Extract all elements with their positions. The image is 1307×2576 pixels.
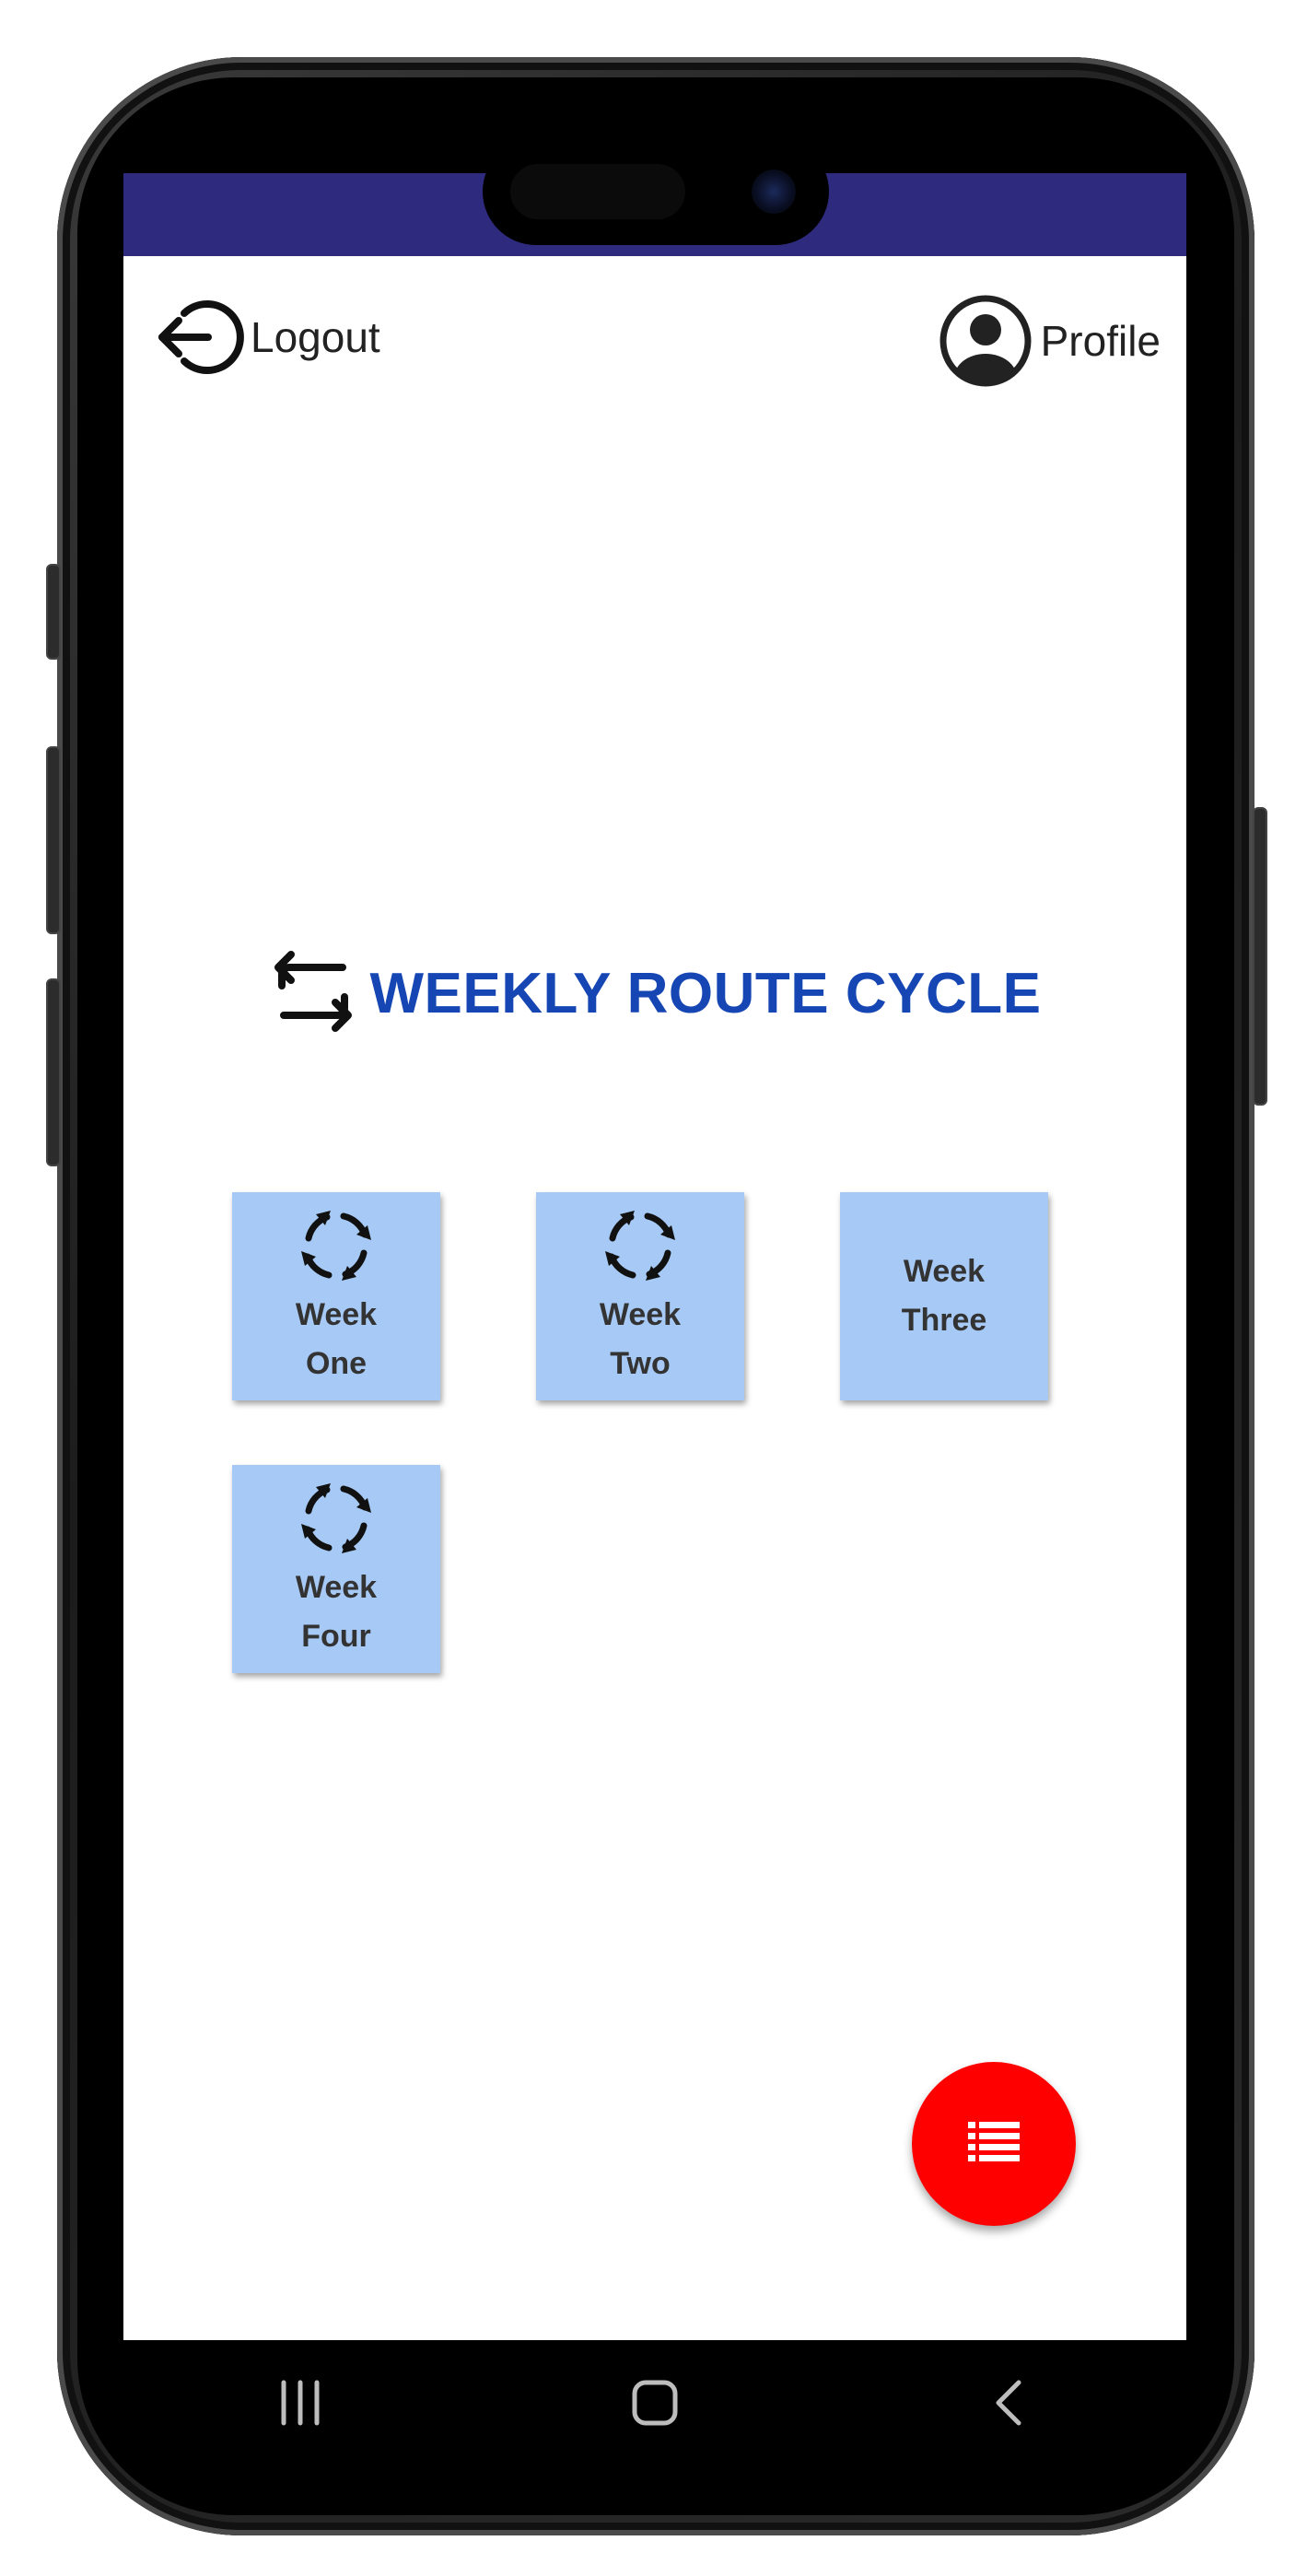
refresh-cycle-icon	[296, 1205, 377, 1291]
back-button[interactable]	[954, 2359, 1065, 2451]
home-icon	[629, 2377, 681, 2433]
week-four-label: Week Four	[244, 1563, 428, 1661]
tile-label-line1: Week	[295, 1296, 378, 1332]
front-camera-icon	[752, 170, 796, 214]
list-icon	[968, 2120, 1020, 2169]
repeat-icon	[269, 947, 357, 1040]
week-one-label: Week One	[244, 1291, 428, 1388]
week-four-tile[interactable]: Week Four	[232, 1465, 440, 1673]
dynamic-island	[483, 138, 829, 245]
week-three-label: Week Three	[852, 1247, 1036, 1345]
refresh-cycle-icon	[600, 1205, 681, 1291]
tile-label-line2: One	[305, 1345, 368, 1381]
mute-switch	[46, 564, 61, 660]
tile-label-line1: Week	[599, 1296, 682, 1332]
tile-label-line2: Three	[901, 1303, 987, 1338]
tile-label-line1: Week	[295, 1569, 378, 1605]
home-button[interactable]	[600, 2359, 710, 2451]
logout-icon	[153, 291, 245, 383]
page-title: WEEKLY ROUTE CYCLE	[369, 962, 1042, 1025]
back-icon	[987, 2375, 1032, 2435]
logout-label: Logout	[251, 313, 380, 361]
week-one-tile[interactable]: Week One	[232, 1192, 440, 1400]
profile-avatar-icon	[938, 293, 1033, 389]
tile-label-line1: Week	[903, 1254, 986, 1289]
profile-button[interactable]: Profile	[938, 293, 1161, 389]
list-fab-button[interactable]	[912, 2062, 1076, 2226]
tile-label-line2: Two	[610, 1345, 671, 1381]
island-sensor	[510, 164, 685, 219]
week-two-tile[interactable]: Week Two	[536, 1192, 744, 1400]
volume-down-button	[46, 978, 61, 1166]
logout-button[interactable]: Logout	[153, 291, 380, 383]
recent-apps-icon	[273, 2377, 328, 2433]
page-title-row: WEEKLY ROUTE CYCLE	[123, 947, 1186, 1040]
tile-label-line2: Four	[301, 1618, 371, 1654]
power-button	[1253, 807, 1267, 1106]
week-three-tile[interactable]: Week Three	[840, 1192, 1048, 1400]
volume-up-button	[46, 746, 61, 934]
recent-apps-button[interactable]	[245, 2359, 356, 2451]
profile-label: Profile	[1040, 317, 1161, 365]
app-screen: Logout Profile	[123, 173, 1186, 2340]
refresh-cycle-icon	[296, 1478, 377, 1563]
system-nav-bar	[123, 2340, 1186, 2469]
week-two-label: Week Two	[548, 1291, 732, 1388]
